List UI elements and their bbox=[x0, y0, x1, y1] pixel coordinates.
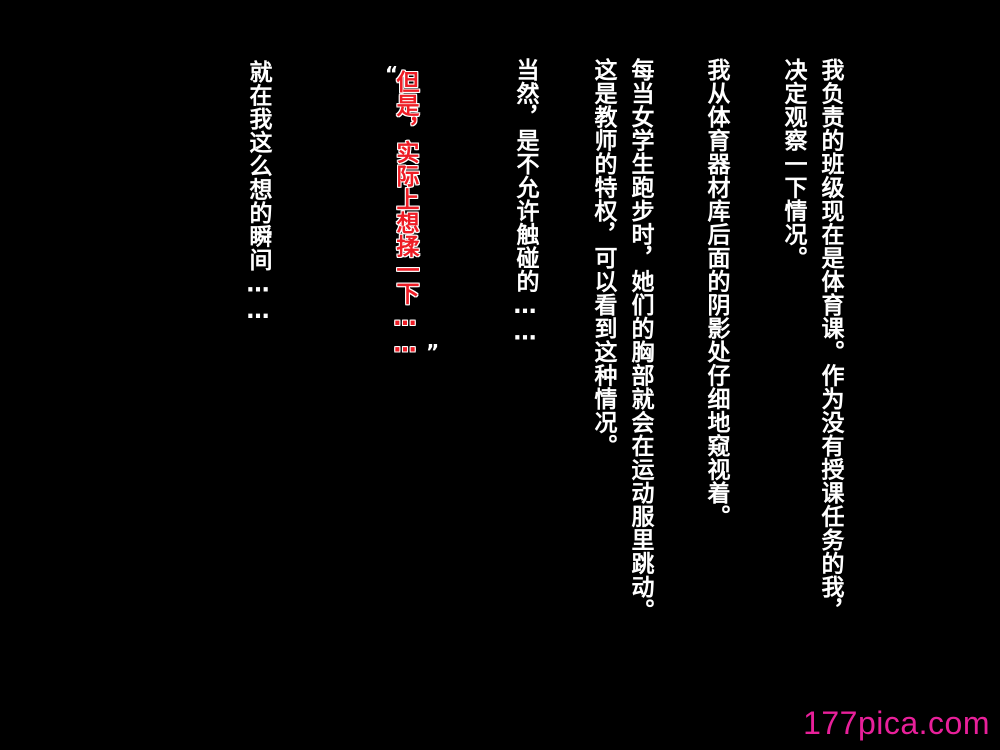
quote-close-mark: ” bbox=[426, 340, 440, 364]
quote-open-mark: “ bbox=[385, 62, 399, 86]
emphasis-quote-text: 但是，实际上想揉一下…… bbox=[392, 70, 418, 358]
narration-line-4: 每当女学生跑步时，她们的胸部就会在运动服里跳动。 bbox=[627, 58, 653, 622]
watermark-text: 177pica.com bbox=[803, 705, 990, 741]
narration-line-5: 这是教师的特权，可以看到这种情况。 bbox=[590, 58, 616, 458]
narration-line-3: 我从体育器材库后面的阴影处仔细地窥视着。 bbox=[703, 58, 729, 528]
narration-line-1: 我负责的班级现在是体育课。作为没有授课任务的我， bbox=[817, 58, 843, 622]
narration-line-2: 决定观察一下情况。 bbox=[780, 58, 806, 270]
narration-line-8: 就在我这么想的瞬间…… bbox=[245, 60, 271, 325]
narration-line-6: 当然，是不允许触碰的…… bbox=[512, 58, 538, 346]
